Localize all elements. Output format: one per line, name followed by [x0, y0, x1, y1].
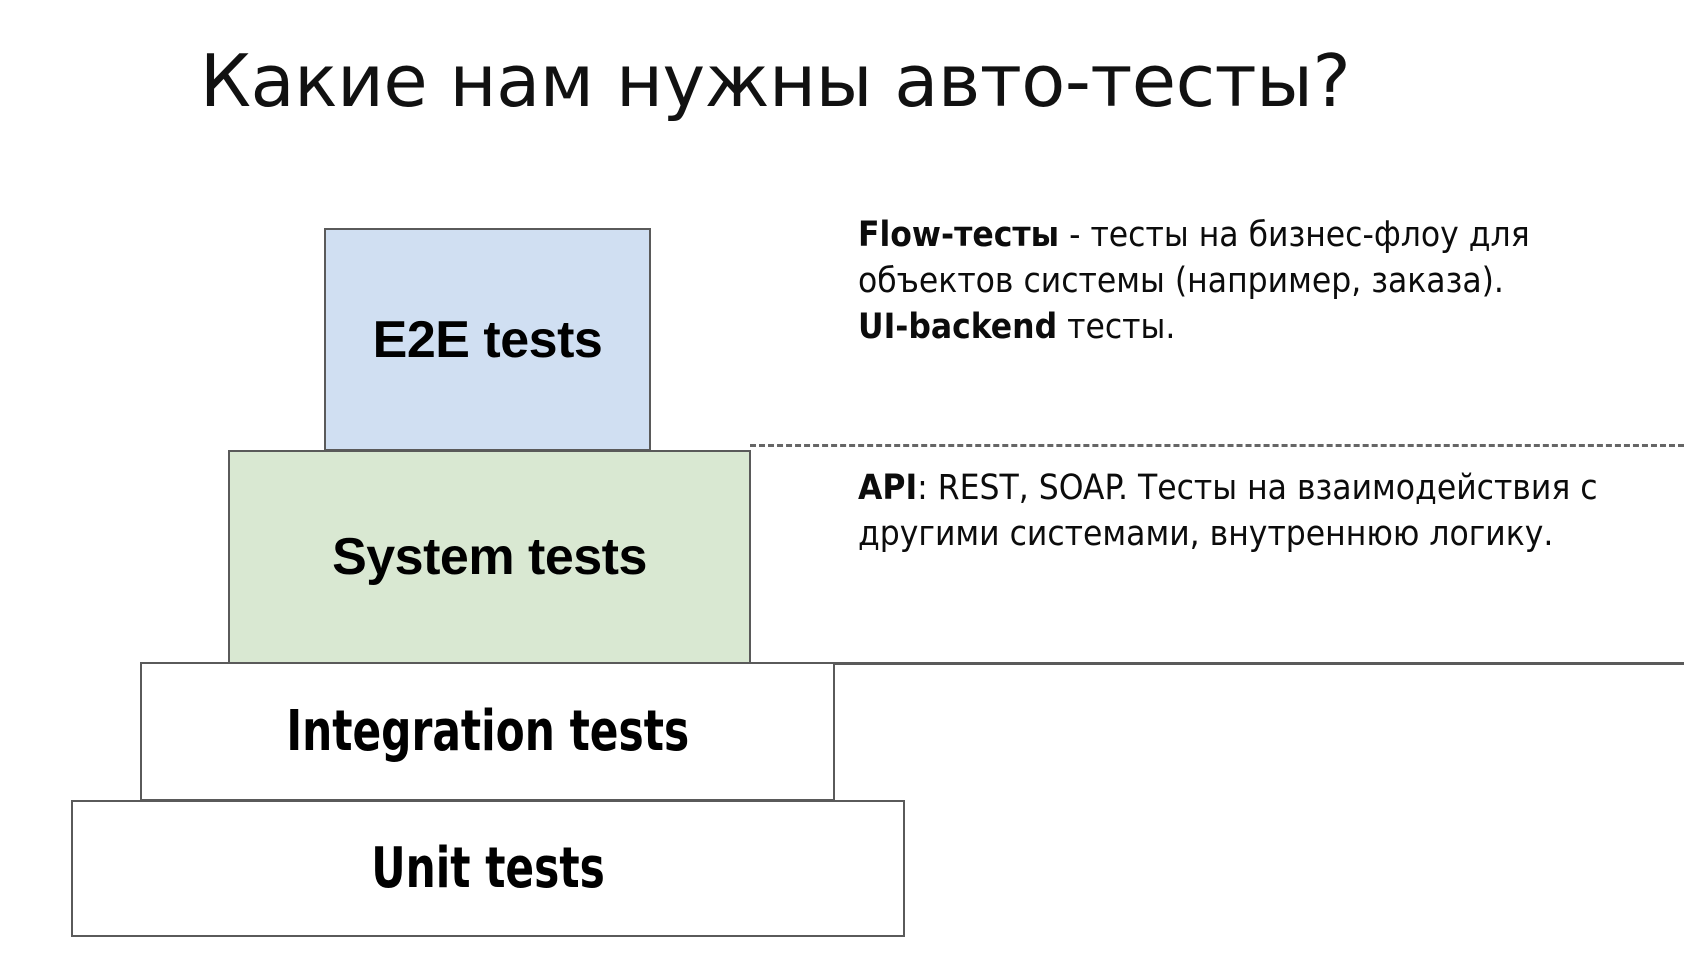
pyramid-layer-system-label: System tests — [332, 528, 647, 586]
annotation-e2e-line-1: Flow-тесты - тесты на бизнес-флоу для — [858, 212, 1578, 258]
annotation-system-term-api: API — [858, 468, 918, 508]
annotation-e2e-term-flow: Flow-тесты — [858, 215, 1060, 255]
annotation-system-line-2: другими системами, внутреннюю логику. — [858, 514, 1554, 555]
annotation-system-line-1-rest: : REST, SOAP. Тесты на взаимодействия с — [917, 468, 1598, 508]
annotation-e2e-line-1-rest: - тесты на бизнес-флоу для — [1059, 215, 1530, 255]
dashed-divider-line — [750, 444, 1684, 447]
pyramid-layer-integration-label: Integration tests — [286, 698, 689, 764]
annotation-system: API: REST, SOAP. Тесты на взаимодействия… — [858, 465, 1598, 557]
pyramid-layer-e2e-label: E2E tests — [372, 310, 603, 369]
pyramid-layer-system: System tests — [228, 450, 751, 664]
pyramid-layer-unit: Unit tests — [71, 800, 905, 937]
solid-divider-line — [834, 662, 1684, 665]
page-title: Какие нам нужны авто-тесты? — [199, 39, 1351, 123]
annotation-system-line-1: API: REST, SOAP. Тесты на взаимодействия… — [858, 465, 1598, 511]
annotation-e2e-line-2: объектов системы (например, заказа). — [858, 261, 1504, 302]
pyramid-layer-integration: Integration tests — [140, 662, 835, 801]
pyramid-layer-e2e: E2E tests — [324, 228, 651, 451]
pyramid-layer-unit-label: Unit tests — [371, 835, 605, 901]
annotation-e2e-term-ui-backend: UI-backend — [858, 307, 1058, 348]
annotation-e2e-line-3-rest: тесты. — [1057, 307, 1176, 348]
annotation-e2e-line-3: UI-backend тесты. — [858, 304, 1578, 350]
annotation-e2e: Flow-тесты - тесты на бизнес-флоу для об… — [858, 212, 1578, 351]
